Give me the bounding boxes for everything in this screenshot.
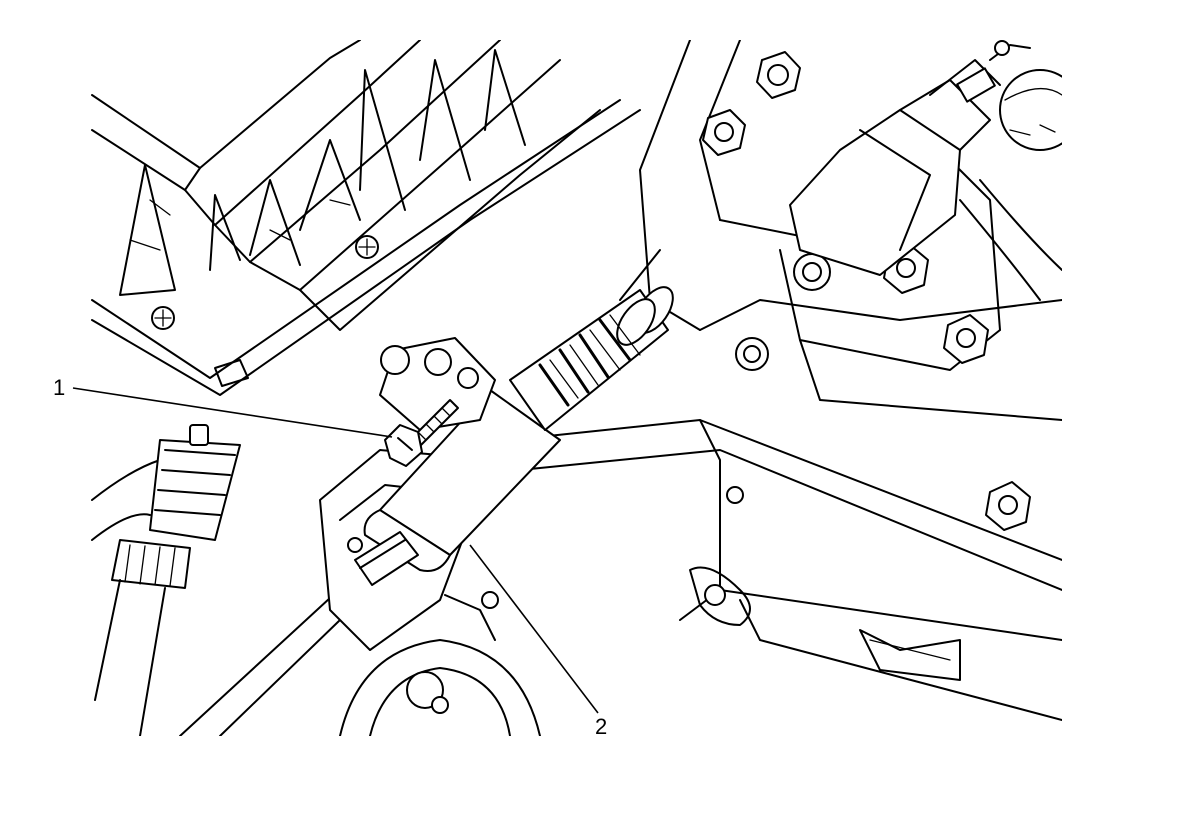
engine-frame <box>179 419 1062 736</box>
bolt-callout-1 <box>384 399 459 467</box>
bolt <box>735 337 769 371</box>
intake-manifold <box>91 40 641 396</box>
cylinder-head <box>639 40 1062 531</box>
sensor-connector <box>789 40 1062 301</box>
pulley <box>339 639 541 736</box>
callout-label-1: 1 <box>53 375 66 400</box>
solenoid-flange <box>379 337 496 431</box>
bolt <box>985 481 1031 531</box>
callout-leader-1 <box>72 387 393 438</box>
bolt <box>943 314 989 364</box>
coolant-hose <box>91 424 241 736</box>
bolt <box>793 253 831 291</box>
bolt <box>702 109 746 156</box>
callout-leader-2 <box>469 544 599 714</box>
bolt <box>756 51 801 99</box>
actuator-solenoid <box>354 249 674 586</box>
callout-label-2: 2 <box>595 714 608 739</box>
